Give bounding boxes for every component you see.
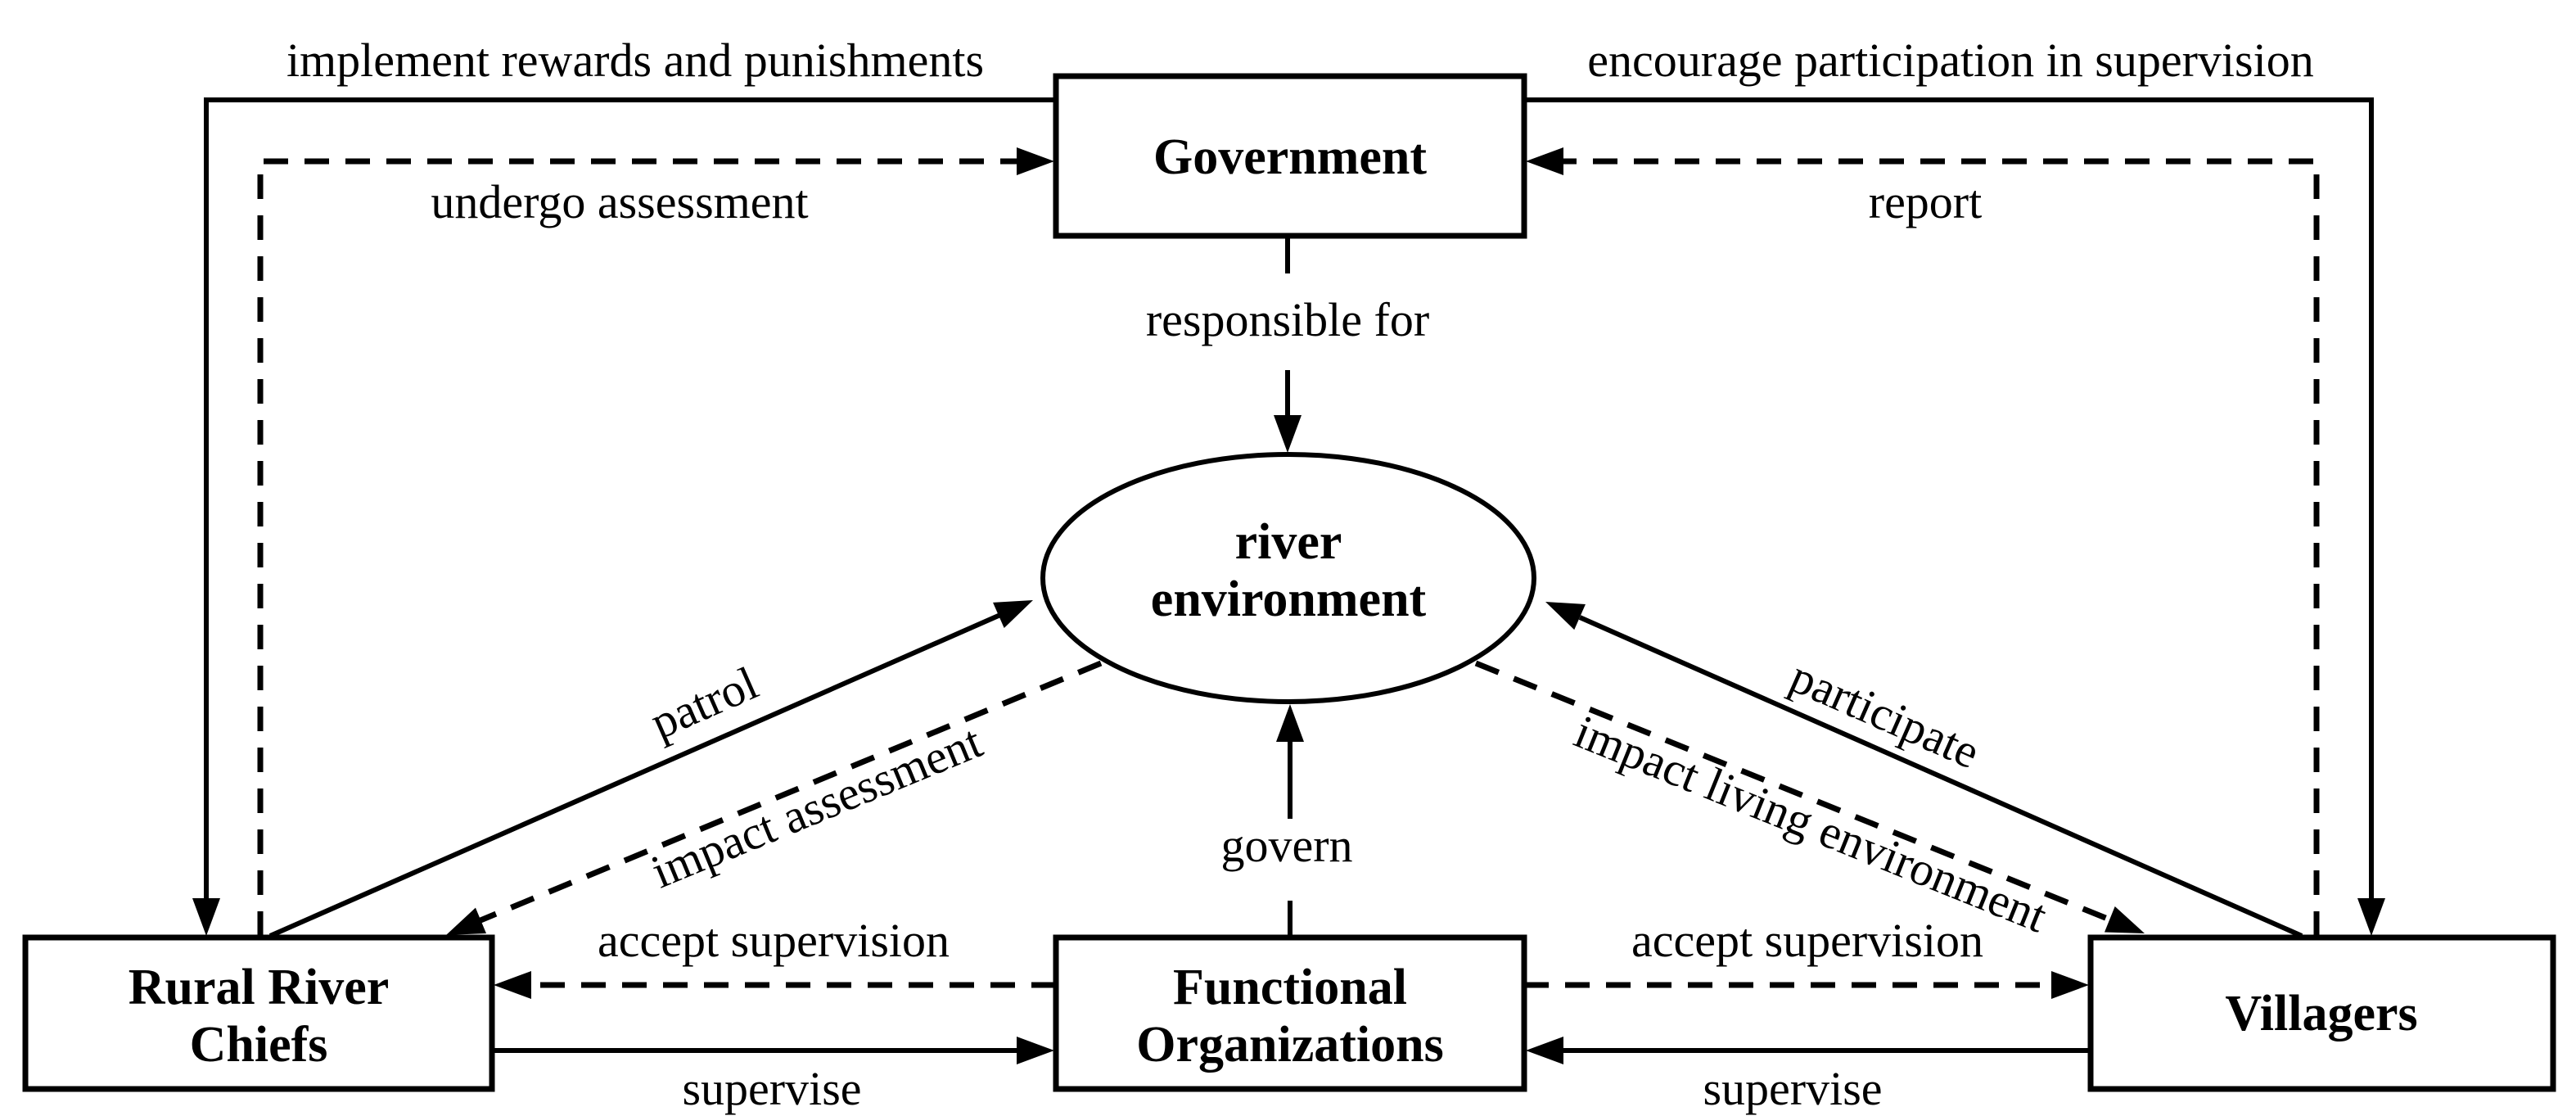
- edge-implement-rewards-arrowhead: [192, 898, 220, 936]
- rural-river-chiefs-label-line1: Rural River: [129, 960, 390, 1015]
- edge-impact-living-environment-arrowhead: [2104, 906, 2145, 933]
- edge-encourage-participation-label: encourage participation in supervision: [1587, 34, 2313, 87]
- edge-impact-assessment-arrowhead: [446, 907, 487, 935]
- edge-patrol-line: [268, 612, 1002, 938]
- edge-implement-rewards-label: implement rewards and punishments: [286, 34, 984, 87]
- edge-report-line: [1562, 158, 2320, 936]
- edge-govern-label: govern: [1220, 819, 1352, 872]
- river-environment-label-line1: river: [1235, 514, 1342, 570]
- edge-responsible-for-arrowhead: [1274, 415, 1302, 453]
- edge-report-arrowhead: [1526, 147, 1563, 175]
- edge-accept-supervision-right-label: accept supervision: [1631, 914, 1983, 967]
- edge-accept-supervision-right-arrowhead: [2051, 971, 2089, 999]
- functional-organizations-node: [1053, 934, 1527, 1092]
- river-environment-label-line2: environment: [1151, 572, 1427, 627]
- villagers-label: Villagers: [2225, 986, 2417, 1041]
- edge-participate-line: [1578, 615, 2303, 938]
- edge-undergo-assessment-line: [257, 158, 1018, 936]
- edge-impact-assessment-line: [479, 660, 1103, 924]
- functional-organizations-label-line1: Functional: [1173, 960, 1407, 1015]
- functional-organizations-label-line2: Organizations: [1136, 1017, 1443, 1073]
- edge-impact-living-environment-line: [1474, 660, 2111, 923]
- edge-responsible-for-label: responsible for: [1146, 293, 1429, 346]
- edge-govern-arrowhead: [1276, 704, 1304, 742]
- edge-supervise-left-arrowhead: [1017, 1037, 1054, 1064]
- edge-implement-rewards-line: [204, 97, 1056, 902]
- edge-report-label: report: [1869, 175, 1983, 228]
- edge-participate-label: participate: [1783, 649, 1987, 779]
- river-environment-node: [1040, 452, 1536, 704]
- edge-supervise-right-label: supervise: [1703, 1062, 1882, 1115]
- edge-supervise-left-label: supervise: [682, 1062, 861, 1115]
- edge-supervise-right-arrowhead: [1526, 1037, 1563, 1064]
- edge-participate-arrowhead: [1545, 602, 1586, 630]
- edge-accept-supervision-left-arrowhead: [494, 971, 531, 999]
- edge-patrol-arrowhead: [993, 600, 1033, 629]
- government-node: [1053, 73, 1527, 239]
- edge-encourage-participation-line: [1524, 97, 2374, 902]
- edge-patrol-label: patrol: [643, 656, 765, 749]
- rural-river-chiefs-node: [22, 934, 495, 1092]
- edge-impact-assessment-label: impact assessment: [643, 715, 989, 899]
- rural-river-chiefs-label-line2: Chiefs: [190, 1017, 328, 1073]
- edge-undergo-assessment-arrowhead: [1017, 147, 1054, 175]
- edge-undergo-assessment-label: undergo assessment: [431, 175, 808, 228]
- edge-accept-supervision-left-label: accept supervision: [598, 914, 950, 967]
- edge-encourage-participation-arrowhead: [2357, 898, 2385, 936]
- villagers-node: [2087, 934, 2556, 1092]
- government-label: Government: [1153, 129, 1427, 185]
